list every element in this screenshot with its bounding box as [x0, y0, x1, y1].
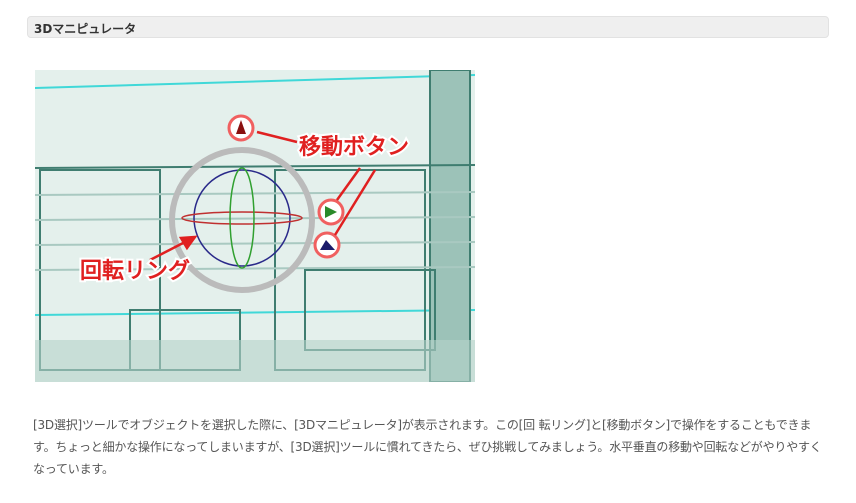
section-heading: 3Dマニピュレータ — [27, 16, 829, 38]
manipulator-screenshot: 移動ボタン 回転リング — [35, 70, 475, 382]
move-button-label: 移動ボタン — [299, 134, 409, 160]
manipulator — [169, 114, 345, 293]
description-text: [3D選択]ツールでオブジェクトを選択した際に、[3Dマニピュレータ]が表示され… — [33, 418, 822, 476]
room-scene-illustration: 移動ボタン 回転リング — [35, 70, 475, 382]
section-title: 3Dマニピュレータ — [34, 22, 137, 36]
rotation-ring-label: 回転リング — [80, 258, 190, 284]
